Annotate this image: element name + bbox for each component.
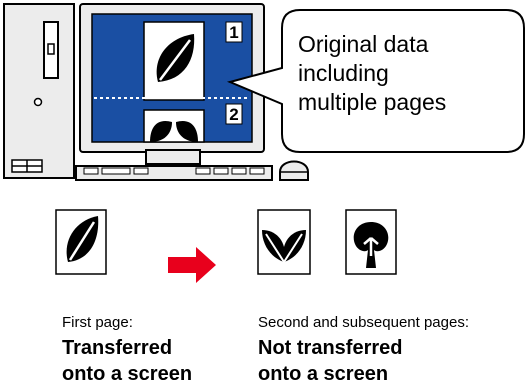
bubble-line-3: multiple pages [298,89,447,115]
computer-tower-icon [3,3,75,179]
first-page-status-line-1: Transferred [62,337,173,359]
page-number-1: 1 [229,23,238,42]
subsequent-pages-status-line-1: Not transferred [258,337,403,359]
two-leaves-icon [262,230,306,263]
second-page-document [257,209,311,275]
first-page-label: First page: [62,314,133,331]
first-page-status-line-2: onto a screen [62,363,193,385]
monitor-icon: 1 2 [79,3,265,165]
bubble-line-2: including [298,60,389,86]
keyboard-icon [75,165,273,181]
leaf-icon [66,216,99,262]
third-page-document [345,209,397,275]
speech-bubble [226,9,525,153]
arrow-right-icon [168,247,216,283]
subsequent-pages-label: Second and subsequent pages: [258,314,470,331]
bubble-line-1: Original data [298,31,429,57]
tree-icon [353,222,389,268]
subsequent-pages-status-line-2: onto a screen [258,363,389,385]
page-number-2: 2 [229,105,238,124]
mouse-icon [279,160,309,181]
first-page-document [55,209,107,275]
